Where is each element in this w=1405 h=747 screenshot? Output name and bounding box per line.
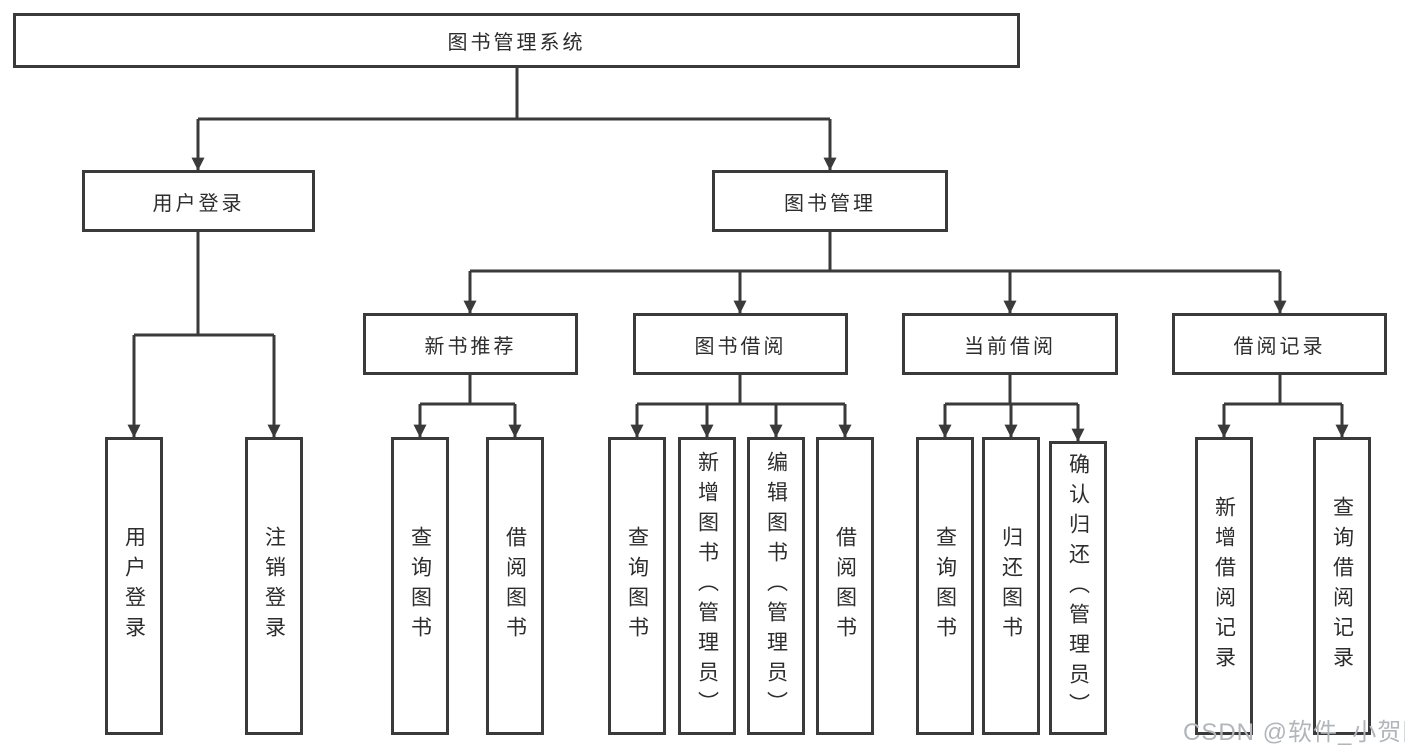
node-book-management: 图书管理 — [712, 170, 948, 232]
leaf-logout: 注销登录 — [245, 437, 303, 735]
node-library-management-system: 图书管理系统 — [13, 13, 1020, 68]
node-label: 借阅图书 — [503, 526, 527, 646]
node-new-book-recommend: 新书推荐 — [363, 313, 578, 375]
leaf-user-login: 用户登录 — [105, 437, 163, 735]
node-label: 编辑图书（管理员） — [764, 451, 788, 721]
leaf-add-books-admin: 新增图书（管理员） — [678, 437, 736, 735]
leaf-query-books-recommend: 查询图书 — [391, 437, 449, 735]
csdn-watermark: CSDN @软件_小贺同学 — [1183, 719, 1405, 746]
leaf-query-books-current: 查询图书 — [916, 437, 974, 735]
node-label: 新增图书（管理员） — [695, 451, 719, 721]
node-current-borrow: 当前借阅 — [902, 313, 1118, 375]
node-book-borrow: 图书借阅 — [633, 313, 848, 375]
connector-book-management-to-level3 — [463, 232, 1287, 314]
node-label: 新书推荐 — [424, 335, 517, 358]
node-label: 查询图书 — [625, 526, 649, 646]
node-label: 借阅记录 — [1233, 335, 1326, 358]
connector-current-borrow-children — [938, 375, 1085, 442]
node-label: 注销登录 — [262, 526, 286, 646]
node-label: 图书管理系统 — [447, 32, 586, 54]
node-label: 用户登录 — [152, 192, 245, 215]
connector-root-to-level2 — [191, 68, 837, 171]
connector-user-login-children — [127, 232, 281, 438]
connector-new-book-recommend-children — [413, 375, 522, 438]
leaf-edit-books-admin: 编辑图书（管理员） — [747, 437, 805, 735]
node-label: 归还图书 — [999, 526, 1023, 646]
node-label: 用户登录 — [122, 526, 146, 646]
leaf-query-borrow-record: 查询借阅记录 — [1313, 437, 1371, 735]
node-label: 借阅图书 — [833, 526, 857, 646]
leaf-borrow-books-recommend: 借阅图书 — [486, 437, 544, 735]
node-label: 查询图书 — [408, 526, 432, 646]
leaf-confirm-return-admin: 确认归还（管理员） — [1049, 441, 1107, 735]
node-label: 图书管理 — [784, 192, 876, 215]
leaf-return-books: 归还图书 — [982, 437, 1040, 735]
node-label: 查询图书 — [933, 526, 957, 646]
leaf-query-books-borrow: 查询图书 — [608, 437, 666, 735]
node-label: 图书借阅 — [694, 335, 787, 358]
node-label: 当前借阅 — [964, 335, 1056, 358]
node-label: 查询借阅记录 — [1330, 496, 1354, 676]
connector-borrow-records-children — [1217, 375, 1349, 438]
leaf-borrow-books: 借阅图书 — [816, 437, 874, 735]
node-user-login: 用户登录 — [82, 170, 315, 232]
node-borrow-records: 借阅记录 — [1172, 313, 1387, 375]
node-label: 新增借阅记录 — [1212, 496, 1236, 676]
node-label: 确认归还（管理员） — [1066, 453, 1090, 723]
leaf-add-borrow-record: 新增借阅记录 — [1195, 437, 1253, 735]
connector-book-borrow-children — [630, 375, 852, 438]
